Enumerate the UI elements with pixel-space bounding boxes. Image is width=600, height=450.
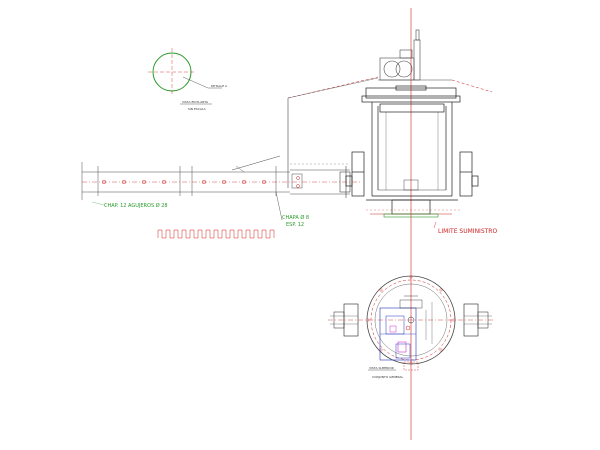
detail-title-1: VISTA EN PLANTA xyxy=(182,100,209,104)
beam-vessel-connector xyxy=(339,166,351,198)
plate-note: CHAP. 12 AGUJEROS Ø 28 xyxy=(104,202,168,209)
plan-bottom-marker xyxy=(403,361,419,371)
detail-circle-view: DETALLE A VISTA EN PLANTA SIN ESCALA xyxy=(148,48,228,111)
detail-title-2: SIN ESCALA xyxy=(188,107,207,111)
bolt-note-1: CHAPA Ø 8 xyxy=(282,214,309,221)
plan-view xyxy=(328,275,494,365)
grating-comb xyxy=(157,229,275,239)
diagonal-brace xyxy=(231,155,281,171)
beam-bolt-holes xyxy=(101,176,300,188)
support-beam xyxy=(81,162,350,200)
vessel-elevation xyxy=(345,85,479,215)
drive-unit xyxy=(378,29,452,81)
plan-title-1: VISTA SUPERIOR xyxy=(369,366,394,370)
detail-callout-label: DETALLE A xyxy=(211,84,228,88)
vessel-base-flange xyxy=(383,213,439,218)
limit-note: LIMITE SUMINISTRO xyxy=(438,228,497,235)
plan-title-2: CONJUNTO GENERAL xyxy=(372,375,404,379)
roof-slope xyxy=(287,77,379,99)
bolt-note-2: ESP. 12 xyxy=(286,222,304,228)
